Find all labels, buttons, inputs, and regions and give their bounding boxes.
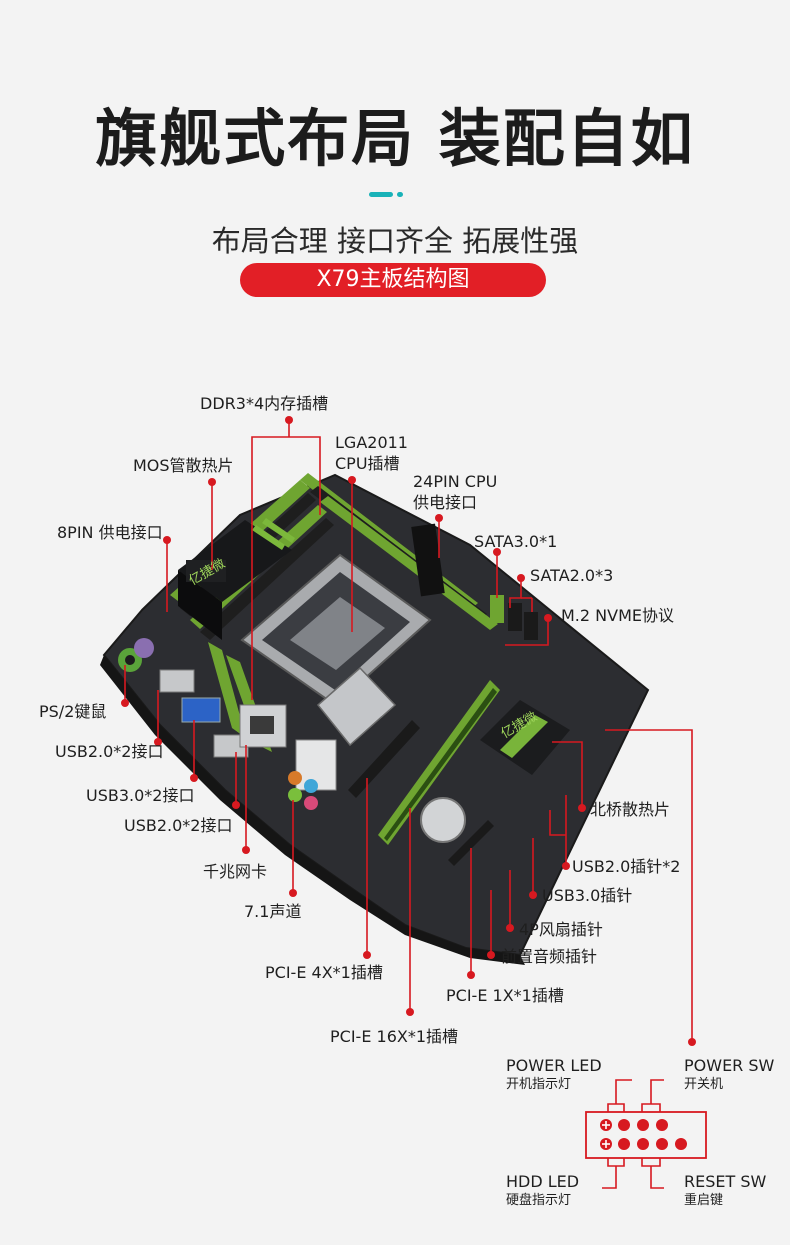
- label-gigabit-lan: 千兆网卡: [203, 862, 268, 881]
- label-northbridge: 北桥散热片: [590, 800, 671, 819]
- label-hdd-led-cn: 硬盘指示灯: [506, 1193, 572, 1208]
- label-8pin-power: 8PIN 供电接口: [57, 523, 163, 542]
- pcie-1x-slot: [448, 820, 494, 866]
- label-front-audio: 前置音频插针: [501, 947, 598, 966]
- sata-ports: [490, 595, 538, 640]
- front-panel-pinout: [585, 1079, 707, 1189]
- label-power-sw-cn: 开关机: [684, 1077, 724, 1092]
- atx-24pin-connector: [411, 523, 445, 597]
- label-lga2011-line2: CPU插槽: [335, 454, 400, 473]
- label-sata2: SATA2.0*3: [530, 566, 614, 585]
- label-mos-heatsink: MOS管散热片: [133, 456, 234, 475]
- callout-dots: [121, 416, 696, 1046]
- pcie-4x-slot: [348, 720, 420, 798]
- label-sata3: SATA3.0*1: [474, 532, 558, 551]
- pcie-16x-slot: [378, 680, 500, 845]
- label-fan-header: 4P风扇插针: [519, 920, 603, 939]
- label-usb2-header: USB2.0插针*2: [572, 857, 681, 876]
- label-power-sw: POWER SW: [684, 1056, 775, 1075]
- label-usb3-header: USB3.0插针: [542, 886, 633, 905]
- label-usb2-rear-b: USB2.0*2接口: [124, 816, 233, 835]
- label-pcie-4x: PCI-E 4X*1插槽: [265, 963, 383, 982]
- cpu-socket: [240, 553, 432, 747]
- title-accent-divider: [369, 192, 403, 197]
- rear-io-panel: [118, 638, 337, 810]
- label-power-led: POWER LED: [506, 1056, 602, 1075]
- page-title: 旗舰式布局 装配自如: [95, 102, 695, 175]
- diagram-badge: X79主板结构图: [240, 263, 546, 297]
- callout-lines: [124, 420, 693, 1042]
- label-usb3-rear: USB3.0*2接口: [86, 786, 195, 805]
- label-audio: 7.1声道: [244, 902, 302, 921]
- label-24pin-line1: 24PIN CPU: [413, 472, 498, 491]
- label-reset-sw: RESET SW: [684, 1172, 767, 1191]
- label-pcie-16x: PCI-E 16X*1插槽: [330, 1027, 459, 1046]
- label-hdd-led: HDD LED: [506, 1172, 580, 1191]
- label-24pin-line2: 供电接口: [413, 493, 478, 512]
- label-m2-nvme: M.2 NVME协议: [561, 606, 674, 625]
- label-lga2011-line1: LGA2011: [335, 433, 408, 452]
- page-subtitle: 布局合理 接口齐全 拓展性强: [211, 224, 579, 258]
- label-reset-sw-cn: 重启键: [684, 1193, 724, 1208]
- label-pcie-1x: PCI-E 1X*1插槽: [446, 986, 564, 1005]
- label-ps2: PS/2键鼠: [39, 702, 107, 721]
- northbridge-heatsink: [480, 700, 570, 775]
- mos-heatsink: [178, 518, 295, 640]
- label-usb2-rear-a: USB2.0*2接口: [55, 742, 164, 761]
- label-power-led-cn: 开机指示灯: [506, 1077, 572, 1092]
- cmos-battery: [420, 797, 466, 843]
- label-ddr3-slots: DDR3*4内存插槽: [200, 394, 329, 413]
